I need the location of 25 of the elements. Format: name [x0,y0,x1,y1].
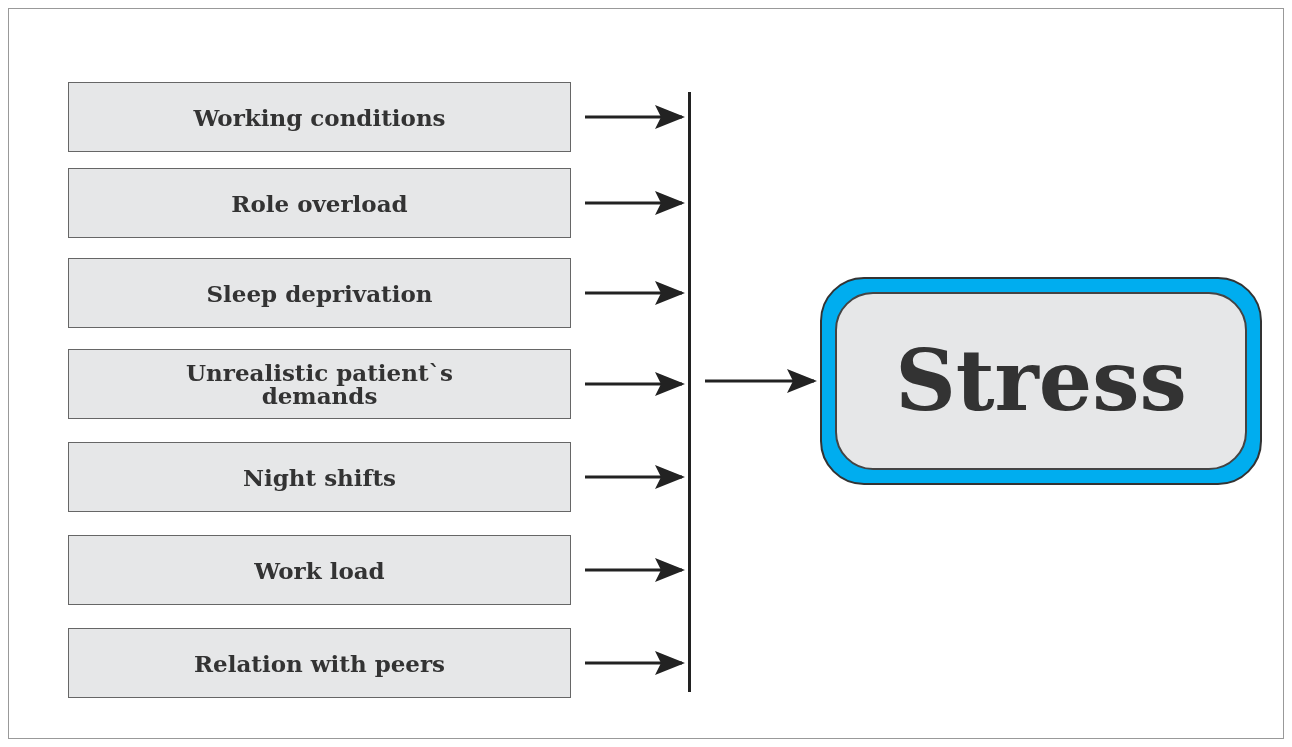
arrow [705,369,817,393]
factor-label: Sleep deprivation [206,281,433,305]
factor-box [68,349,571,419]
arrow [585,465,685,489]
factor-label: Working conditions [193,105,446,129]
vertical-bar [688,92,691,692]
factor-label: Role overload [231,191,408,215]
factor-box [68,82,571,152]
factor-label: Unrealistic patient`s demands [185,361,454,407]
outcome-box [820,277,1262,485]
arrow [585,281,685,305]
factor-box [68,628,571,698]
arrow [585,651,685,675]
factor-box [68,258,571,328]
factor-box [68,442,571,512]
factor-label: Night shifts [242,465,397,489]
arrow [585,372,685,396]
factor-box [68,535,571,605]
arrow [585,558,685,582]
factor-label: Relation with peers [193,651,446,675]
factor-label: Work load [254,558,385,582]
factor-box [68,168,571,238]
arrow [585,105,685,129]
outcome-label: Stress [895,339,1187,423]
arrow [585,191,685,215]
